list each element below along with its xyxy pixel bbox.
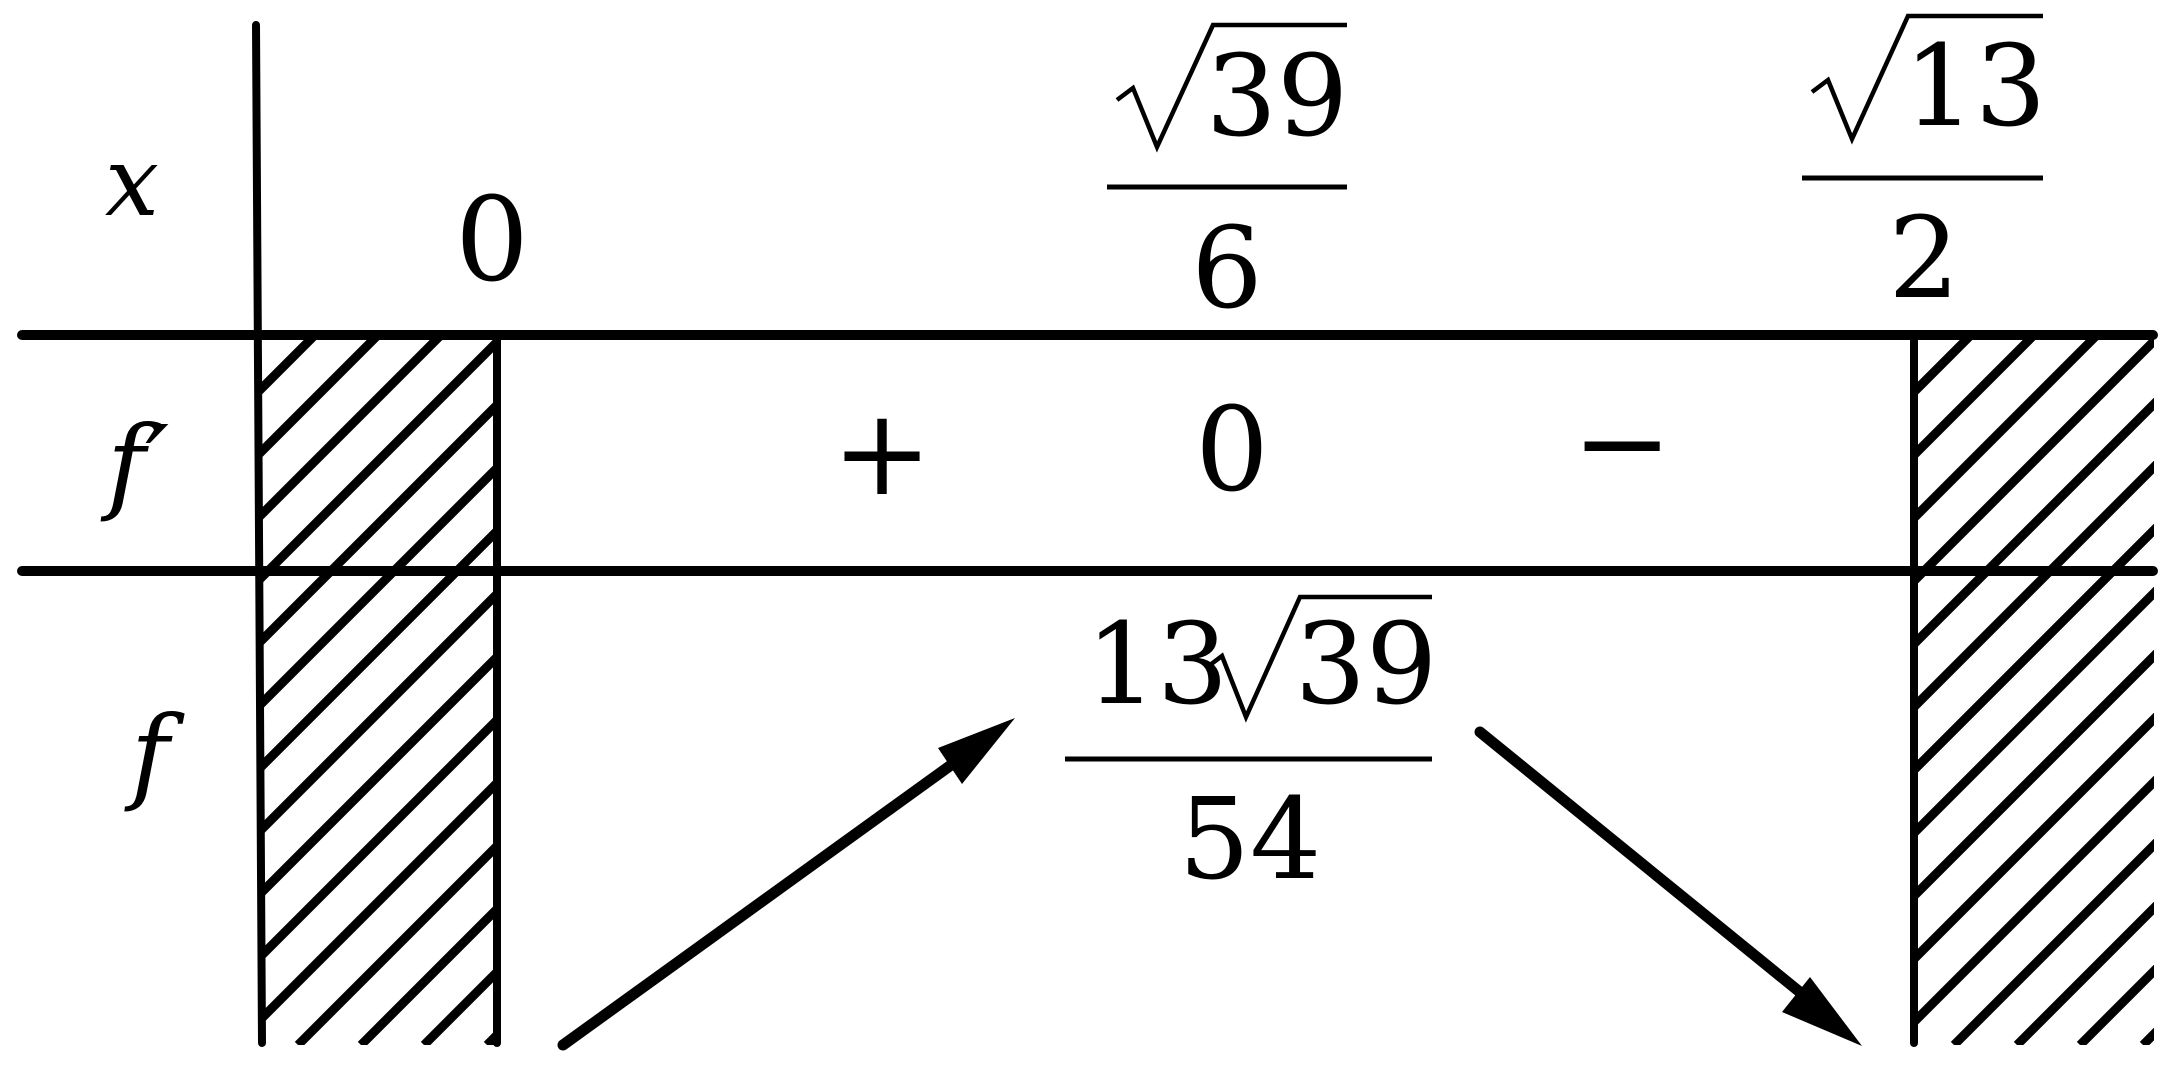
- arrow-up-right-icon: [557, 718, 1015, 1051]
- hatch-stroke: [262, 464, 494, 710]
- hatch-stroke: [262, 527, 494, 773]
- hatch-stroke: [420, 968, 494, 1045]
- hatch-stroke: [262, 716, 494, 962]
- f-max-radicand: 39: [1295, 600, 1438, 730]
- hatch-stroke: [1918, 712, 2154, 962]
- hatch-stroke: [262, 401, 494, 647]
- row-label-f: f: [124, 693, 185, 815]
- sqrt-sign-critical: [1115, 22, 1347, 153]
- hatch-stroke: [262, 338, 494, 584]
- hatch-stroke: [1918, 586, 2154, 836]
- hatch-stroke: [294, 842, 494, 1045]
- sqrt-sign-maximum: [1204, 594, 1432, 723]
- fprime-sign-minus: −: [1572, 374, 1673, 513]
- hatch-stroke: [262, 590, 494, 836]
- hatch-stroke: [1918, 523, 2154, 773]
- hatch-stroke: [262, 779, 494, 1025]
- vertical-axis-line: [252, 21, 266, 1047]
- hatch-stroke: [1918, 397, 2154, 647]
- f-max-coefficient: 13: [1086, 600, 1229, 730]
- arrow-down-right-icon: [1474, 726, 1862, 1046]
- fprime-zero: 0: [1195, 383, 1269, 518]
- hatch-stroke: [1918, 775, 2154, 1025]
- sqrt-sign-endpoint: [1810, 13, 2043, 145]
- hatch-right: [1918, 335, 2154, 1045]
- hatch-stroke: [1918, 335, 2101, 521]
- hatch-stroke: [1918, 335, 2154, 584]
- hatch-stroke: [1918, 460, 2154, 710]
- x-value-zero: 0: [455, 173, 529, 308]
- row-label-fprime: f′: [100, 403, 169, 525]
- hatch-stroke: [357, 905, 494, 1045]
- f-max-denominator: 54: [1179, 775, 1322, 905]
- x-critical-denominator: 6: [1191, 204, 1262, 334]
- hatch-left: [262, 335, 494, 1045]
- hatch-stroke: [2013, 901, 2154, 1045]
- hatch-stroke: [262, 653, 494, 899]
- hatch-stroke: [1918, 649, 2154, 899]
- hatch-stroke: [1950, 838, 2154, 1045]
- fprime-sign-plus: +: [832, 384, 933, 523]
- row-label-x: x: [105, 126, 159, 238]
- x-endpoint-numerator: 13: [1904, 22, 2047, 152]
- hatch-stroke: [262, 335, 445, 521]
- x-endpoint-denominator: 2: [1888, 194, 1959, 324]
- x-value-critical: 39 6: [1107, 22, 1349, 334]
- x-critical-numerator: 39: [1206, 32, 1349, 162]
- x-value-endpoint: 13 2: [1802, 13, 2047, 324]
- hatch-stroke: [262, 335, 382, 458]
- f-maximum-value: 13 39 54: [1065, 594, 1438, 905]
- hatch-stroke: [2139, 1027, 2154, 1045]
